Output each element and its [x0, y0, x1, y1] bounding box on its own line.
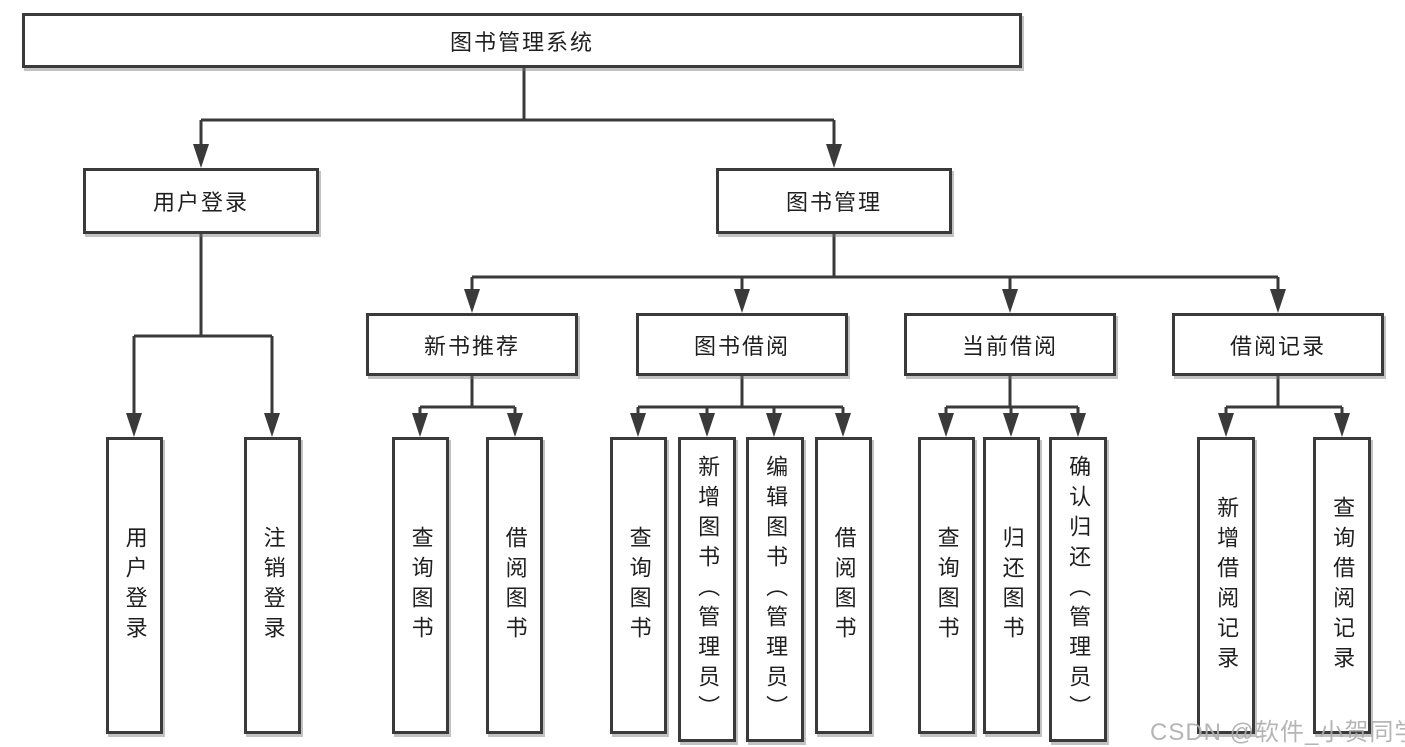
node-recommend-borrow-books: 借阅图书	[486, 437, 543, 734]
csdn-watermark: CSDN @软件_小贺同学	[1150, 719, 1405, 746]
node-borrowing-query-books-label: 查询图书	[626, 525, 652, 646]
node-logout-action-label: 注销登录	[260, 525, 286, 646]
node-return-book: 归还图书	[983, 437, 1040, 734]
node-root-label: 图书管理系统	[449, 29, 594, 55]
node-query-borrow-record-label: 查询借阅记录	[1330, 495, 1356, 676]
node-book-management-label: 图书管理	[785, 190, 882, 215]
node-user-login: 用户登录	[83, 168, 319, 234]
node-borrowing-records: 借阅记录	[1172, 313, 1384, 376]
node-edit-book-admin-label: 编辑图书（管理员）	[763, 454, 789, 725]
node-book-borrowing-label: 图书借阅	[693, 333, 790, 359]
node-edit-book-admin: 编辑图书（管理员）	[746, 437, 804, 742]
node-current-query-books-label: 查询图书	[934, 525, 960, 646]
node-logout-action: 注销登录	[244, 437, 301, 734]
node-return-book-label: 归还图书	[999, 525, 1025, 646]
connector-book-borrowing-children	[630, 376, 851, 437]
node-recommend-query-books: 查询图书	[392, 437, 449, 734]
node-user-login-action: 用户登录	[106, 437, 163, 734]
node-borrowing-borrow-books: 借阅图书	[815, 437, 872, 734]
node-borrowing-query-books: 查询图书	[610, 437, 667, 734]
node-borrowing-borrow-books-label: 借阅图书	[831, 525, 857, 646]
node-confirm-return-admin-label: 确认归还（管理员）	[1066, 454, 1092, 725]
node-query-borrow-record: 查询借阅记录	[1313, 437, 1371, 734]
node-add-borrow-record: 新增借阅记录	[1197, 437, 1255, 734]
node-current-borrowing: 当前借阅	[904, 313, 1116, 376]
node-new-book-recommend-label: 新书推荐	[423, 333, 520, 359]
node-book-borrowing: 图书借阅	[636, 313, 848, 376]
node-user-login-action-label: 用户登录	[122, 525, 148, 646]
connector-user-login-children	[126, 234, 280, 437]
connector-current-borrowing-children	[938, 376, 1086, 437]
node-current-borrowing-label: 当前借阅	[961, 333, 1058, 359]
connector-root-to-level2	[193, 68, 842, 168]
node-user-login-label: 用户登录	[152, 190, 249, 215]
node-root: 图书管理系统	[22, 13, 1022, 68]
node-borrowing-records-label: 借阅记录	[1229, 333, 1326, 359]
node-new-book-recommend: 新书推荐	[366, 313, 578, 376]
connector-new-book-recommend-children	[412, 376, 523, 437]
node-add-book-admin: 新增图书（管理员）	[678, 437, 736, 742]
node-book-management: 图书管理	[716, 168, 952, 234]
node-confirm-return-admin: 确认归还（管理员）	[1049, 437, 1107, 742]
node-recommend-query-books-label: 查询图书	[408, 525, 434, 646]
node-recommend-borrow-books-label: 借阅图书	[502, 525, 528, 646]
node-add-borrow-record-label: 新增借阅记录	[1214, 495, 1240, 676]
connector-borrowing-records-children	[1218, 376, 1350, 437]
node-current-query-books: 查询图书	[918, 437, 975, 734]
connector-book-management-children	[464, 234, 1286, 313]
node-add-book-admin-label: 新增图书（管理员）	[695, 454, 721, 725]
